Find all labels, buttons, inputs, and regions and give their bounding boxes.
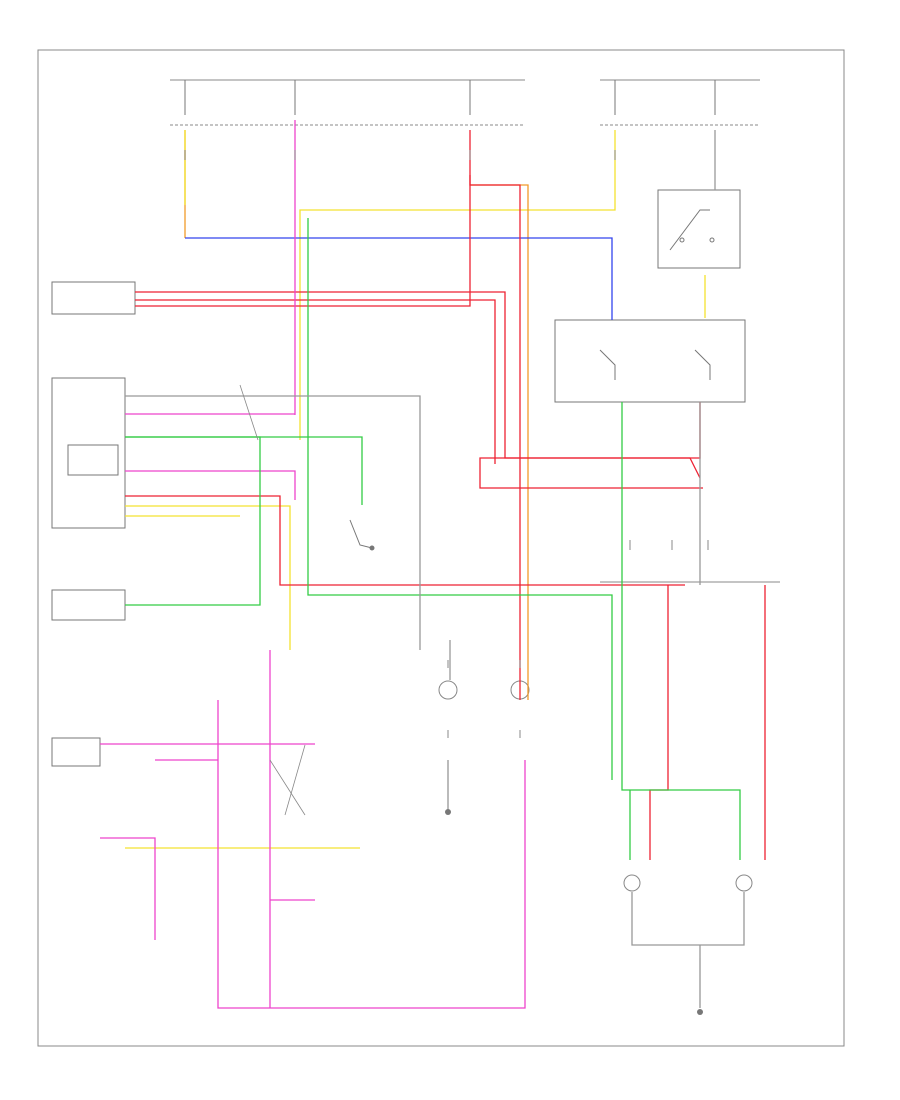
wire-pink-module-2 <box>125 470 296 500</box>
wire-red-headlamp-left <box>649 585 669 860</box>
wire-yellow-module-1 <box>125 505 291 650</box>
wire-red-top-b <box>135 299 496 464</box>
wire-pink-branch-left <box>217 700 526 1009</box>
ground-symbol-bottom <box>697 1009 703 1015</box>
wire-red-relay-right <box>479 402 703 489</box>
wire-green-module-3 <box>125 436 363 505</box>
component-box-top-left <box>51 281 136 315</box>
wire-red-top-c <box>135 175 471 307</box>
connector-ticks <box>184 150 709 738</box>
headlamp-left-circle <box>623 874 641 892</box>
ground-symbol-left <box>445 809 451 815</box>
component-box-module <box>51 377 126 529</box>
wire-green-upper-cross <box>307 218 613 780</box>
wire-gray-module-top <box>125 395 421 650</box>
fuse-panel-top <box>170 79 760 126</box>
wire-pink-lower-left <box>100 837 156 940</box>
component-box-lower-left <box>51 589 126 621</box>
leader-lines <box>239 384 306 816</box>
component-box-sensor <box>51 737 101 767</box>
wire-orange-center <box>470 184 529 700</box>
component-box-switch <box>657 189 741 269</box>
wire-blue-long <box>185 237 613 320</box>
switch-contacts-box <box>349 209 715 551</box>
wire-red-module <box>125 495 685 586</box>
wire-yellow-top-cross <box>299 130 616 440</box>
component-box-relay <box>554 319 746 403</box>
lamp-left-circle <box>438 680 458 700</box>
diagram-frame <box>37 49 845 1047</box>
wire-green-left-long <box>125 436 261 606</box>
wire-green-relay <box>621 402 741 860</box>
wire-gray-headlamp-join <box>631 892 745 946</box>
component-box-inner <box>67 444 119 476</box>
headlamp-right-circle <box>735 874 753 892</box>
